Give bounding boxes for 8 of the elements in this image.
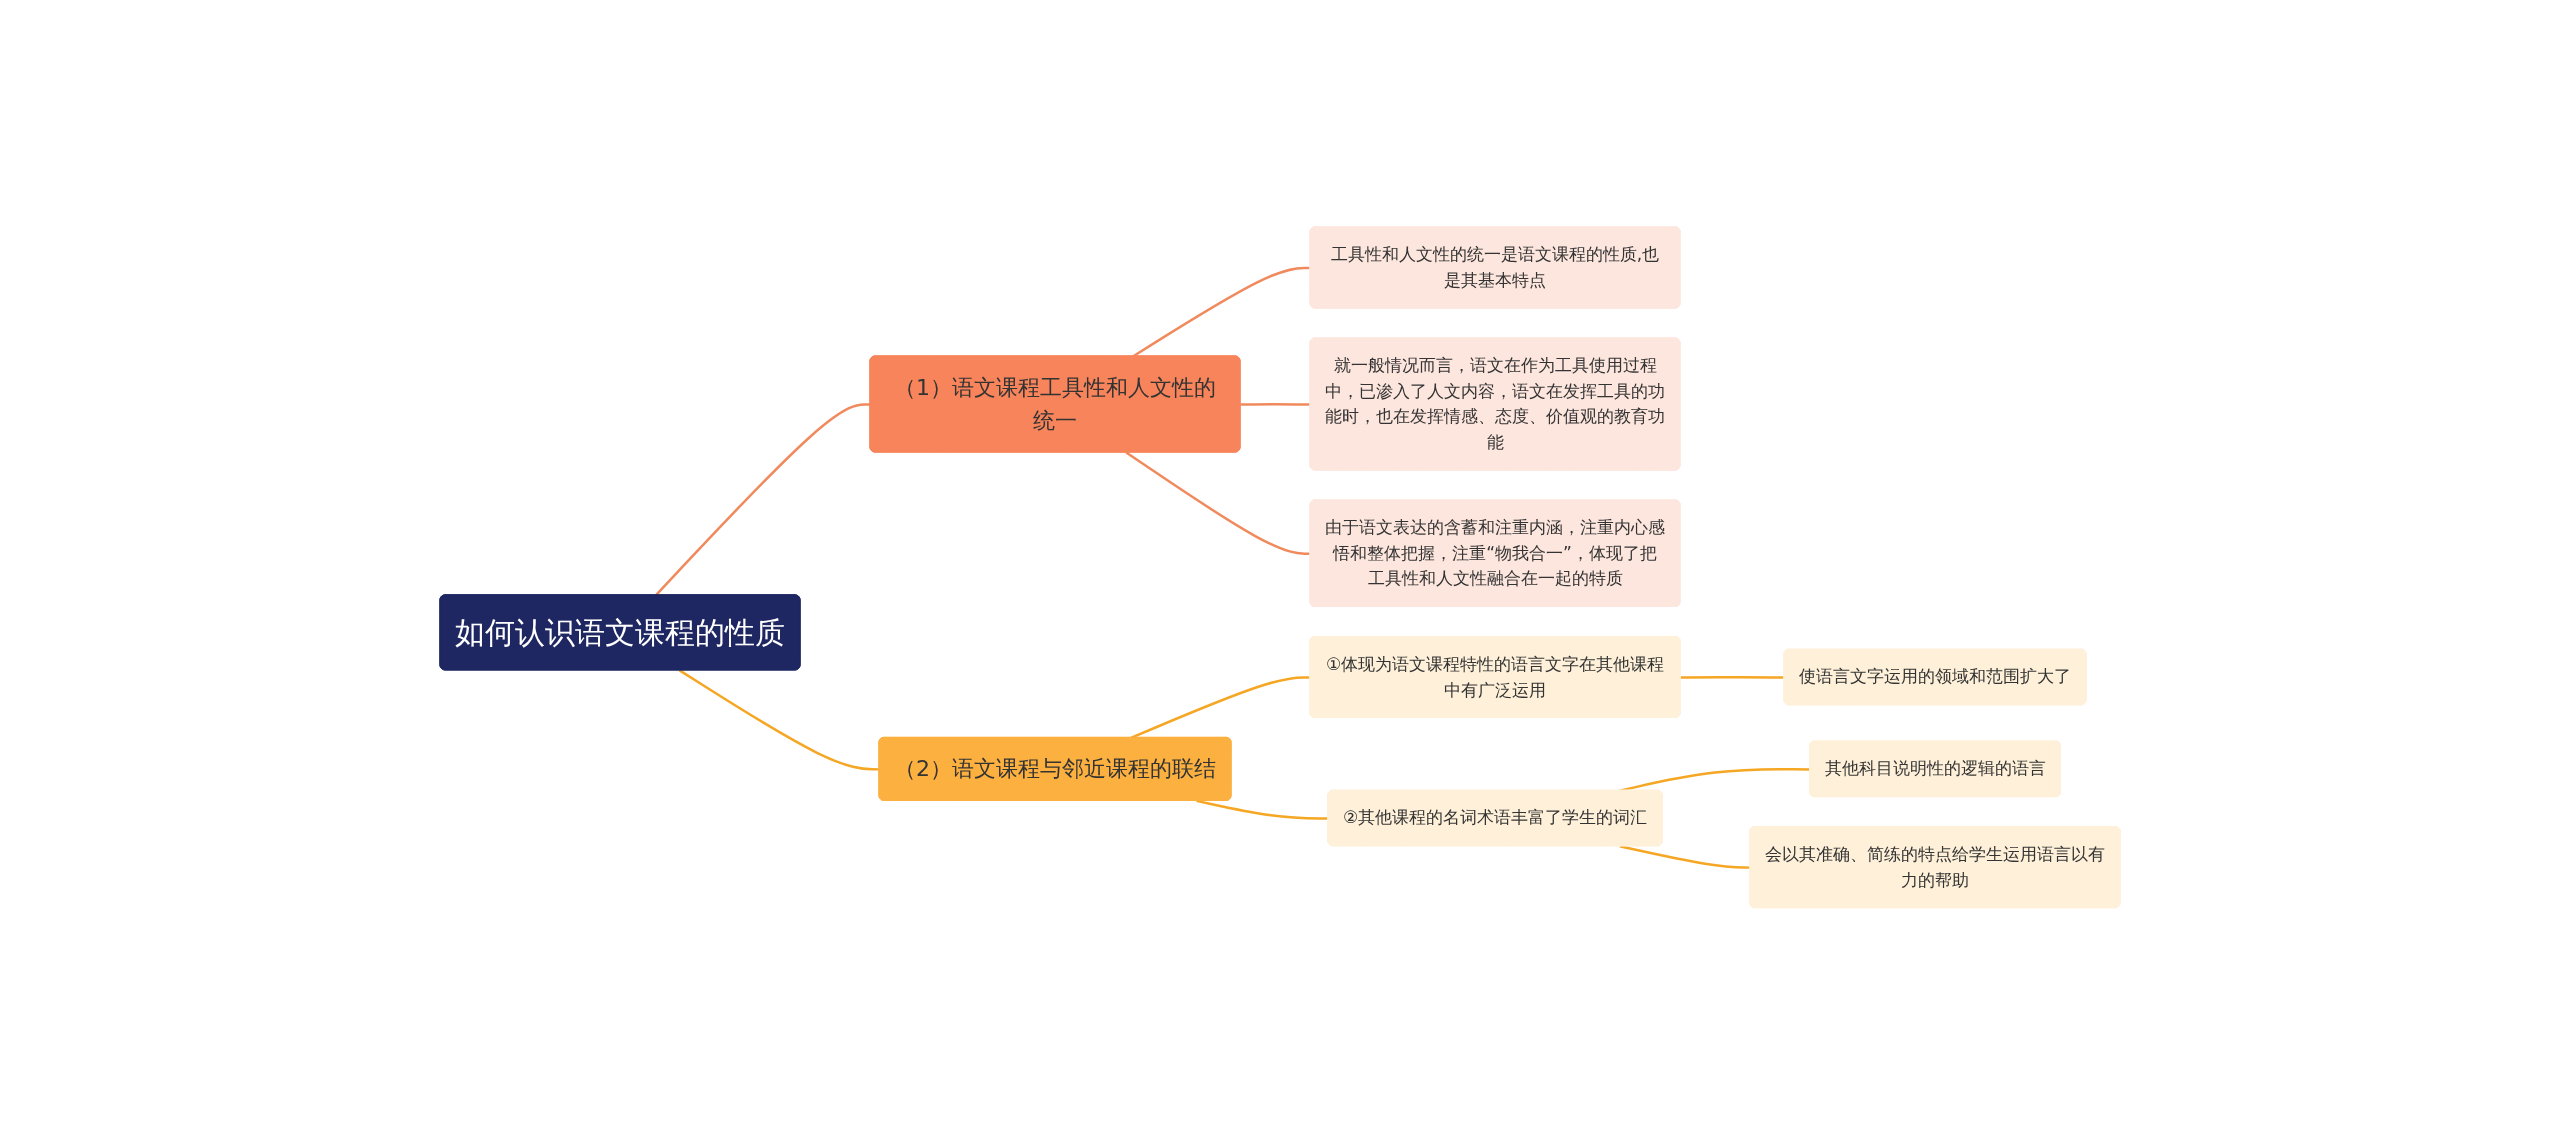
connector — [678, 669, 880, 771]
connector — [654, 403, 871, 597]
connector — [1240, 403, 1311, 406]
connector — [1132, 266, 1311, 358]
connector — [1619, 845, 1751, 870]
connector — [1680, 676, 1785, 679]
connector — [1196, 799, 1329, 820]
connector — [1125, 451, 1311, 556]
